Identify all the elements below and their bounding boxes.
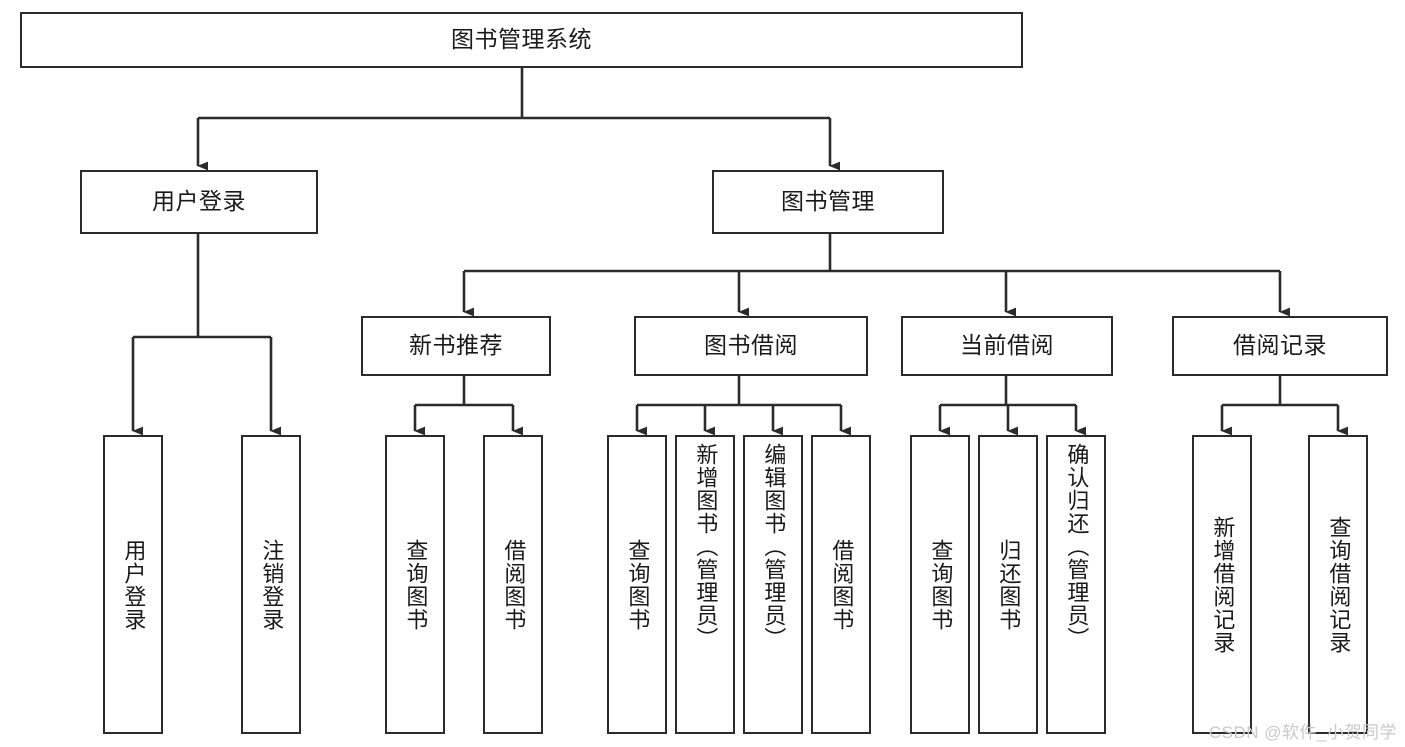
node-label: 用户登录	[152, 188, 246, 215]
node-label: 新增借阅记录	[1210, 515, 1236, 654]
node-label: 查询图书	[403, 538, 429, 631]
node-label: 新书推荐	[409, 332, 503, 359]
leaf-current-borrow-confirm-return[interactable]: 确认归还（管理员）	[1046, 435, 1106, 734]
leaf-current-borrow-query-book[interactable]: 查询图书	[910, 435, 970, 734]
node-label: 图书借阅	[704, 332, 798, 359]
node-label: 借阅图书	[501, 538, 527, 631]
node-label: 确认归还（管理员）	[1064, 443, 1090, 650]
leaf-book-borrow-query-book[interactable]: 查询图书	[607, 435, 667, 734]
node-label: 查询图书	[928, 538, 954, 631]
leaf-book-borrow-borrow-book[interactable]: 借阅图书	[811, 435, 871, 734]
node-book-borrow[interactable]: 图书借阅	[634, 316, 868, 376]
node-borrow-record[interactable]: 借阅记录	[1172, 316, 1388, 376]
leaf-borrow-record-add-record[interactable]: 新增借阅记录	[1192, 435, 1252, 734]
node-book-management[interactable]: 图书管理	[712, 170, 944, 234]
node-label: 查询借阅记录	[1326, 515, 1352, 654]
leaf-new-book-borrow-book[interactable]: 借阅图书	[483, 435, 543, 734]
node-label: 新增图书（管理员）	[693, 443, 719, 650]
node-current-borrow[interactable]: 当前借阅	[901, 316, 1113, 376]
leaf-current-borrow-return-book[interactable]: 归还图书	[978, 435, 1038, 734]
node-label: 借阅图书	[829, 538, 855, 631]
node-label: 图书管理系统	[451, 26, 592, 53]
leaf-user-login-login[interactable]: 用户登录	[103, 435, 163, 734]
node-label: 用户登录	[121, 538, 147, 631]
node-label: 当前借阅	[960, 332, 1054, 359]
watermark-text: CSDN @软件_小贺同学	[1208, 723, 1397, 742]
node-label: 借阅记录	[1233, 332, 1327, 359]
leaf-borrow-record-query-record[interactable]: 查询借阅记录	[1308, 435, 1368, 734]
leaf-book-borrow-add-book[interactable]: 新增图书（管理员）	[675, 435, 735, 734]
node-new-book-recommend[interactable]: 新书推荐	[361, 316, 551, 376]
node-root-book-management-system[interactable]: 图书管理系统	[20, 12, 1023, 68]
node-label: 注销登录	[259, 538, 285, 631]
node-label: 编辑图书（管理员）	[761, 443, 787, 650]
node-label: 归还图书	[996, 538, 1022, 631]
node-user-login[interactable]: 用户登录	[80, 170, 318, 234]
leaf-book-borrow-edit-book[interactable]: 编辑图书（管理员）	[743, 435, 803, 734]
leaf-user-login-logout[interactable]: 注销登录	[241, 435, 301, 734]
leaf-new-book-query-book[interactable]: 查询图书	[385, 435, 445, 734]
node-label: 图书管理	[781, 188, 875, 215]
node-label: 查询图书	[625, 538, 651, 631]
